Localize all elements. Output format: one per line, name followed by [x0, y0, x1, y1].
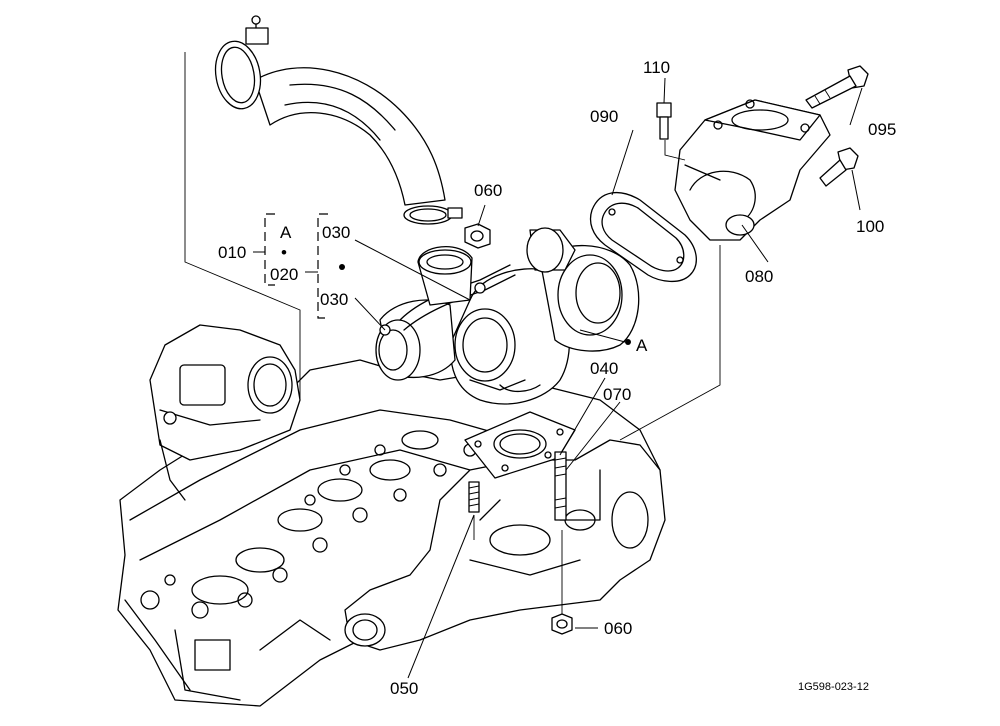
gasket-090 [589, 191, 697, 283]
bolt-100 [819, 147, 859, 187]
label-020: 020 [270, 265, 298, 284]
hose-clamp-upper [214, 15, 269, 110]
label-110: 110 [643, 58, 670, 77]
bolt-095 [805, 65, 869, 109]
label-100: 100 [856, 217, 884, 236]
nut-060-lower [551, 600, 573, 635]
label-060-upper: 060 [474, 181, 502, 200]
nut-060-upper [464, 223, 491, 249]
exhaust-manifold [344, 439, 666, 651]
label-060-lower: 060 [604, 619, 632, 638]
group-bracket-020 [305, 213, 328, 319]
label-030-upper: 030 [322, 223, 350, 242]
label-080: 080 [745, 267, 773, 286]
leader-lines [339, 77, 863, 679]
assembly-reference-lines [184, 52, 721, 600]
label-090: 090 [590, 107, 618, 126]
exhaust-elbow-080 [674, 99, 831, 241]
label-030-lower: 030 [320, 290, 348, 309]
stud-050 [468, 481, 480, 513]
drawing-code: 1G598-023-12 [798, 681, 869, 693]
group-bracket-010 [253, 213, 275, 286]
hose-clamp-lower [403, 205, 463, 225]
label-070: 070 [603, 385, 631, 404]
label-ref-a: A [636, 336, 648, 355]
intake-hose [254, 67, 446, 206]
label-050: 050 [390, 679, 418, 698]
bolt-110 [656, 102, 672, 140]
stud-070 [554, 451, 567, 521]
label-group-a: A [280, 223, 292, 242]
label-095: 095 [868, 120, 896, 139]
label-010: 010 [218, 243, 246, 262]
label-group-dot: • [281, 243, 287, 262]
label-040: 040 [590, 359, 618, 378]
turbocharger-assembly [375, 227, 640, 405]
